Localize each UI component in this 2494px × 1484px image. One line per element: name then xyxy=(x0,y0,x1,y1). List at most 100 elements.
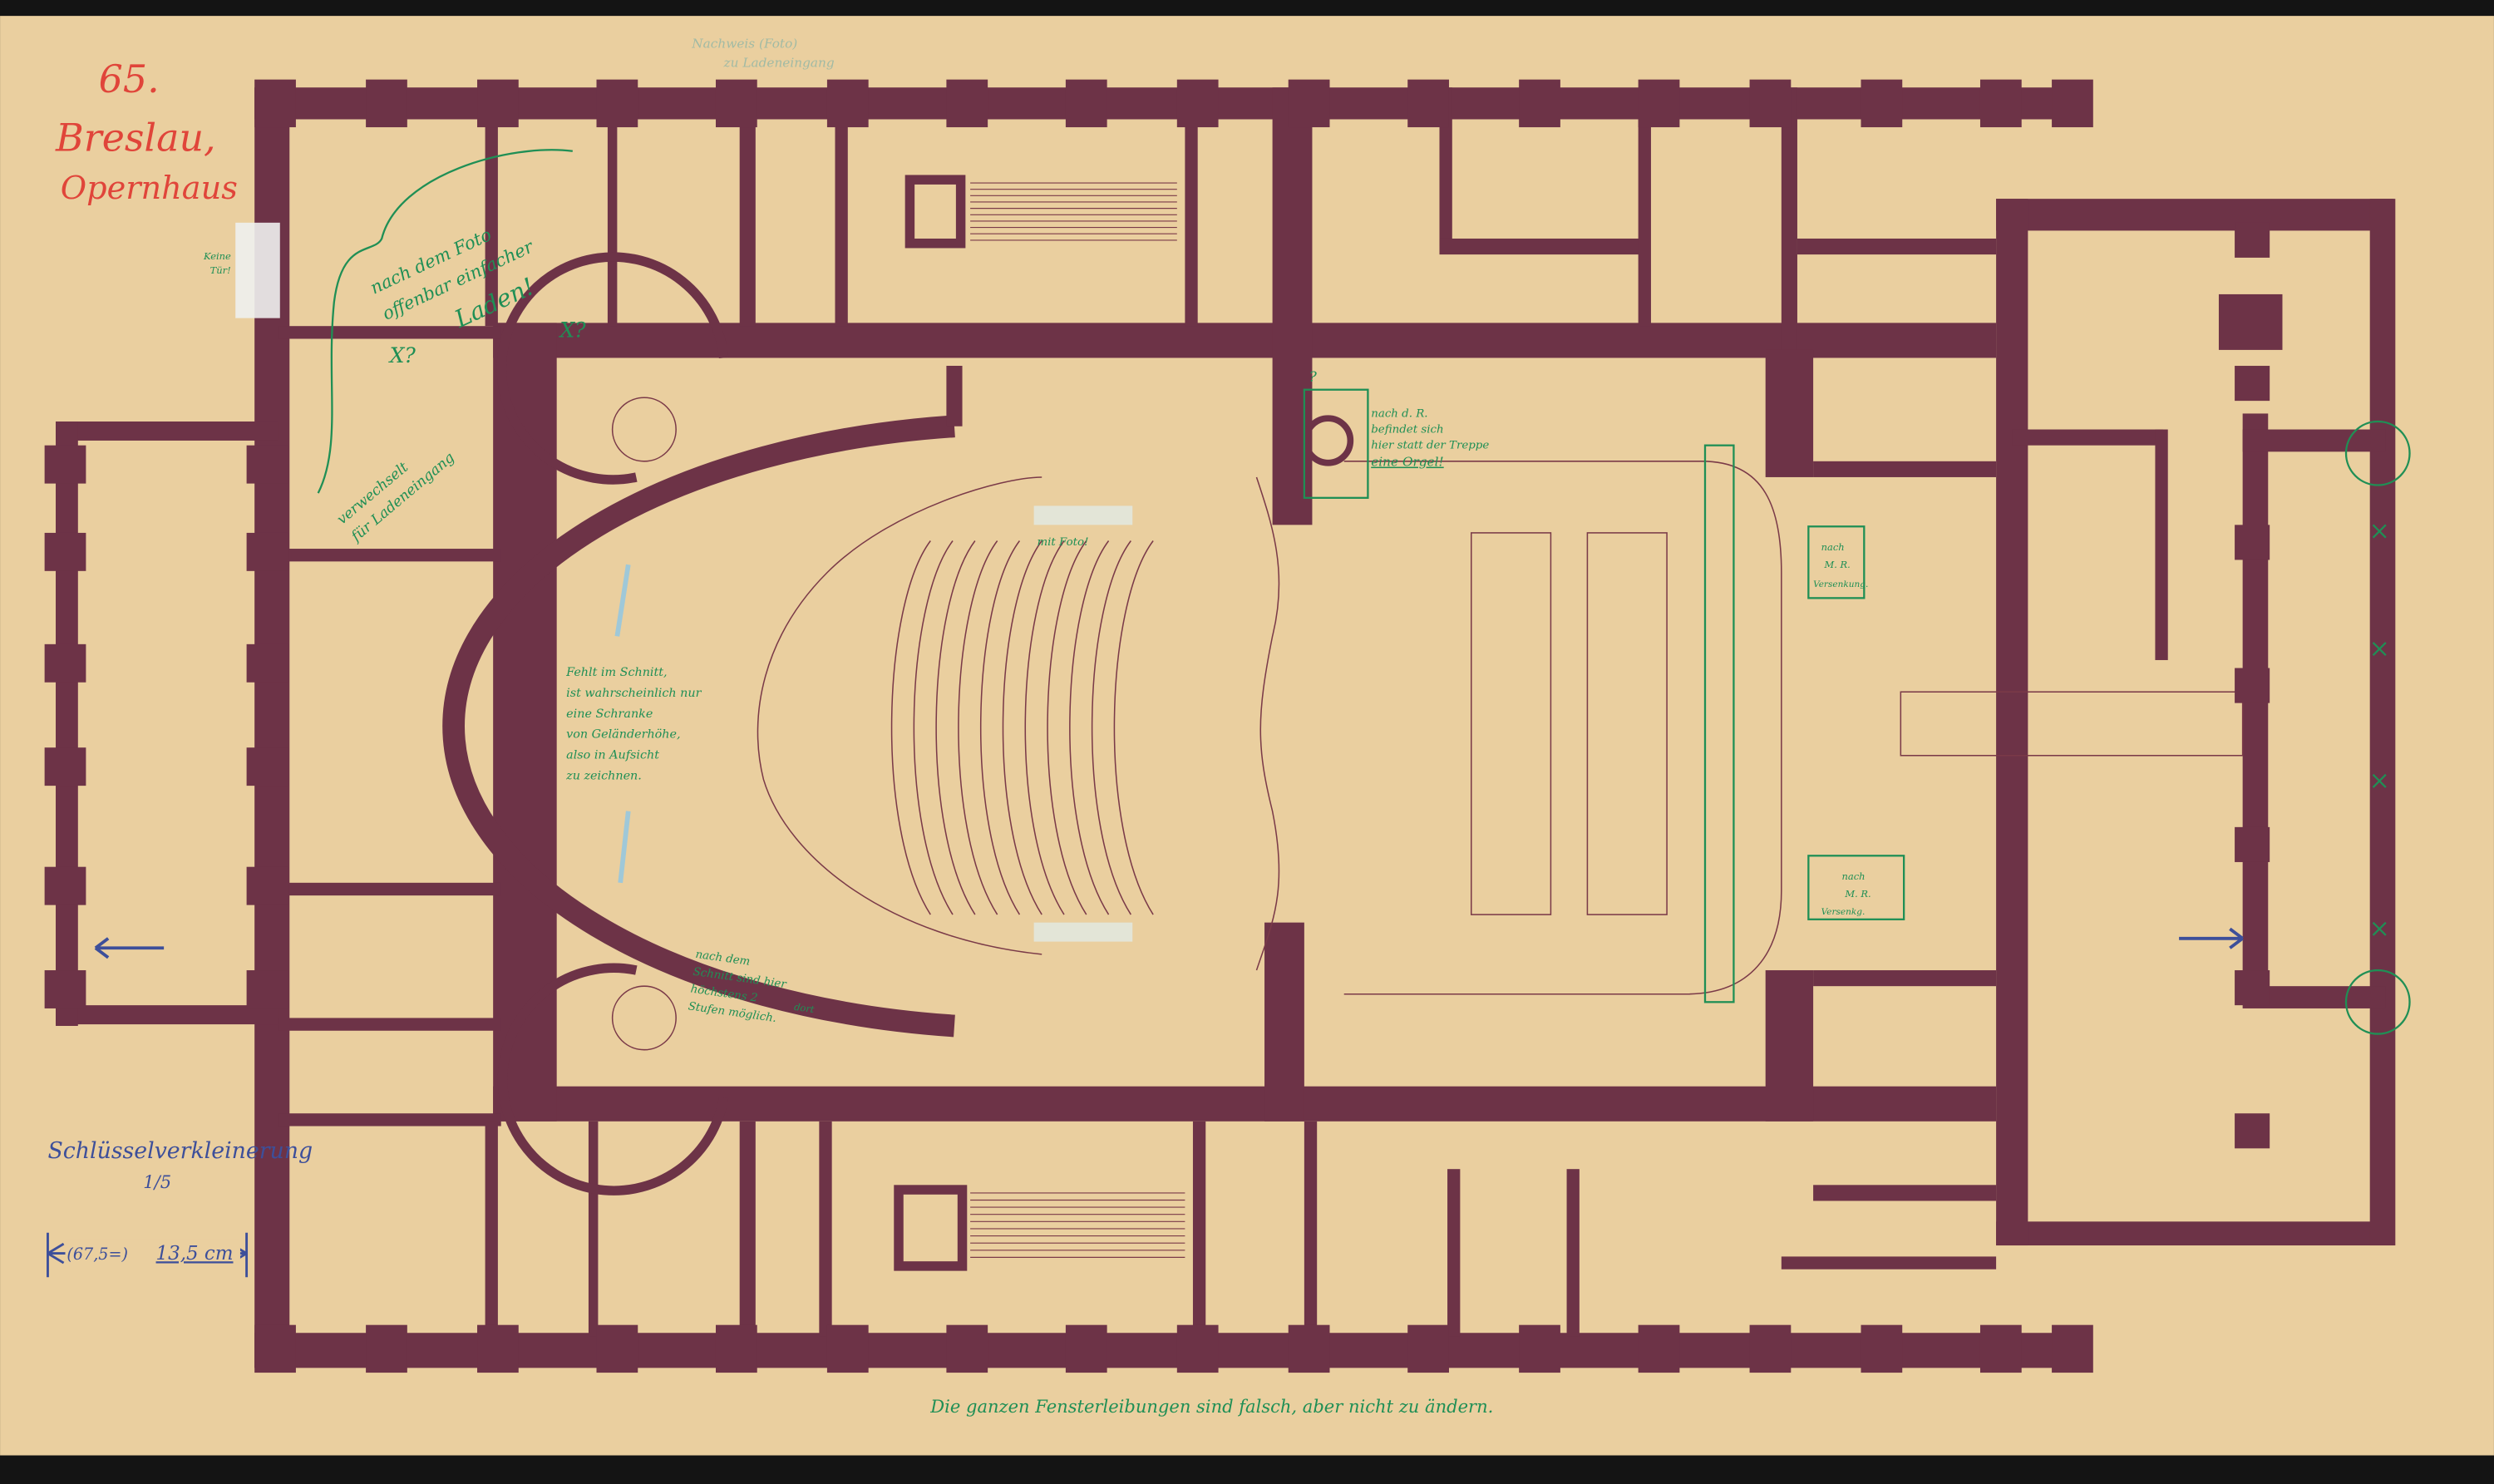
pier xyxy=(1979,79,2022,128)
x-mark: X? xyxy=(388,343,416,367)
seating-row xyxy=(890,540,931,915)
pier xyxy=(596,1324,638,1373)
portico-north xyxy=(56,421,278,441)
pier xyxy=(1519,1324,1560,1373)
svg-text:Schlüsselverkleinerung: Schlüsselverkleinerung xyxy=(47,1138,313,1164)
scale-value: 13,5 cm xyxy=(156,1243,234,1265)
annotation-bracket xyxy=(317,149,573,494)
svg-text:nach d. R.: nach d. R. xyxy=(1371,407,1427,420)
pier xyxy=(246,747,288,786)
pier xyxy=(826,79,869,128)
seating-row xyxy=(1047,540,1087,915)
pier xyxy=(2235,970,2270,1006)
svg-text:Fehlt im Schnitt,: Fehlt im Schnitt, xyxy=(565,666,667,679)
pier xyxy=(2235,826,2270,862)
pier xyxy=(1407,1324,1449,1373)
pier xyxy=(1065,79,1107,128)
north-facade xyxy=(254,87,2092,120)
pier xyxy=(246,532,288,571)
foto-note: mit Foto! xyxy=(1037,536,1088,549)
orgel-question: ? xyxy=(1309,369,1318,386)
pier xyxy=(366,79,407,128)
sheet-number: 65. xyxy=(99,57,160,101)
pier xyxy=(2235,1113,2270,1149)
pier xyxy=(1861,1324,1903,1373)
pier xyxy=(44,643,86,683)
box-south xyxy=(1807,855,1905,920)
svg-text:ist wahrscheinlich nur: ist wahrscheinlich nur xyxy=(566,687,702,700)
pier xyxy=(1407,79,1449,128)
pier xyxy=(1176,1324,1219,1373)
svg-text:eine Schranke: eine Schranke xyxy=(566,707,653,721)
staircase-steps xyxy=(970,182,1185,1258)
svg-text:zu zeichnen.: zu zeichnen. xyxy=(565,769,642,782)
pier xyxy=(1638,1324,1680,1373)
pier xyxy=(246,866,288,905)
east-wall xyxy=(2369,199,2396,1246)
pier xyxy=(2052,1324,2093,1373)
svg-text:eine Orgel!: eine Orgel! xyxy=(1371,455,1443,470)
svg-text:befindet sich: befindet sich xyxy=(1371,423,1443,436)
pier xyxy=(596,79,638,128)
pier xyxy=(246,970,288,1008)
pier xyxy=(1861,79,1903,128)
seating-row xyxy=(958,540,998,915)
pier xyxy=(1288,1324,1330,1373)
pier xyxy=(477,79,519,128)
pier xyxy=(246,445,288,484)
pier xyxy=(2235,366,2270,402)
svg-text:also in Aufsicht: also in Aufsicht xyxy=(566,749,659,762)
x-mark: X? xyxy=(559,318,587,343)
blue-arrow-west xyxy=(94,937,165,959)
pier xyxy=(946,1324,988,1373)
svg-text:nach: nach xyxy=(1842,870,1866,882)
seating-row xyxy=(1069,540,1110,915)
svg-text:hier statt der Treppe: hier statt der Treppe xyxy=(1371,440,1489,452)
pier xyxy=(2052,79,2093,128)
auditorium xyxy=(442,366,1782,1038)
east-wing-south xyxy=(1996,1221,2394,1246)
orgel-note: nach d. R. befindet sich hier statt der … xyxy=(1371,407,1489,469)
pier xyxy=(44,866,86,905)
pier xyxy=(254,1324,296,1373)
east-inner-wall xyxy=(1996,199,2028,1246)
building-title: Opernhaus xyxy=(61,170,238,207)
pier xyxy=(2235,525,2270,560)
scale-note: Schlüsselverkleinerung 1/5 (67,5=) 13,5 … xyxy=(47,1138,313,1278)
svg-text:dort: dort xyxy=(793,1001,815,1015)
pier xyxy=(477,1324,519,1373)
keine-tuer-note: Tür! xyxy=(210,264,231,276)
green-stage-strip xyxy=(1703,444,1735,1003)
seating-row xyxy=(1024,540,1065,915)
svg-text:Versenkung.: Versenkung. xyxy=(1813,579,1868,589)
stair-well-north xyxy=(904,175,966,249)
paper xyxy=(0,16,2494,1456)
pier xyxy=(1979,1324,2022,1373)
seating-row xyxy=(935,540,976,915)
footer-note: Die ganzen Fensterleibungen sind falsch,… xyxy=(929,1396,1493,1417)
south-facade xyxy=(254,1333,2092,1368)
pier xyxy=(44,747,86,786)
stage-trap-1 xyxy=(1470,532,1552,915)
pier xyxy=(1638,79,1680,128)
svg-text:1/5: 1/5 xyxy=(143,1171,171,1192)
stair-well-south xyxy=(894,1185,968,1271)
stage-passage xyxy=(1900,691,2244,757)
spiral-stairs xyxy=(496,175,1369,1271)
pier xyxy=(254,79,296,128)
small-spiral-stair xyxy=(1302,415,1354,466)
box-north xyxy=(1807,525,1866,599)
seating-row xyxy=(913,540,954,915)
stair-note: Fehlt im Schnitt, ist wahrscheinlich nur… xyxy=(565,666,702,782)
faint-top-note: zu Ladeneingang xyxy=(723,55,835,70)
stage-outline xyxy=(1343,461,1782,995)
pier xyxy=(44,970,86,1008)
pier xyxy=(1749,79,1792,128)
faint-top-note: Nachweis (Foto) xyxy=(691,36,797,51)
paper-repair-patch xyxy=(235,222,280,318)
pier xyxy=(366,1324,407,1373)
svg-text:nach: nach xyxy=(1821,541,1845,553)
pier xyxy=(44,445,86,484)
pier xyxy=(2235,668,2270,703)
